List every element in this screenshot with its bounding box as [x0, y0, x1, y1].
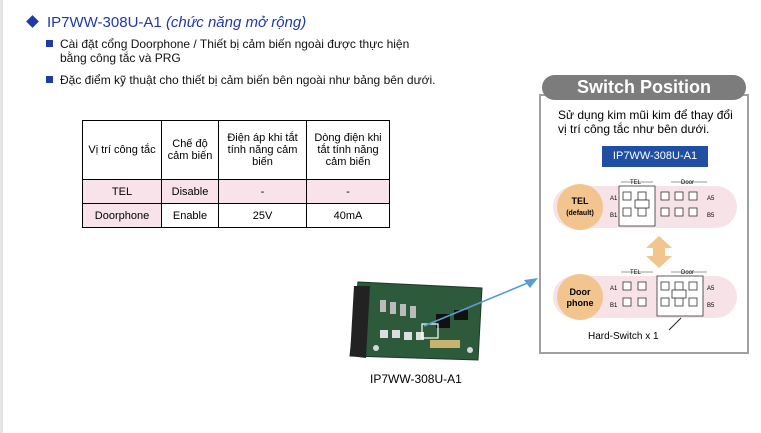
- left-edge: [0, 0, 3, 433]
- header-cell: Vị trí công tắc: [82, 120, 162, 180]
- pin-b1: B1: [610, 303, 618, 309]
- pointer-arrow: [423, 278, 538, 327]
- model-tag: IP7WW-308U-A1: [602, 146, 708, 167]
- table-row: TEL Disable - -: [82, 179, 390, 204]
- toggle-arrow-icon: [646, 236, 672, 268]
- table-cell: 25V: [218, 203, 307, 228]
- square-bullet-icon: [46, 76, 53, 83]
- spec-table: Vị trí công tắc Chế độ cảm biến Điện áp …: [82, 120, 390, 228]
- switch-panel-description: Sử dụng kim mũi kim để thay đổi vị trí c…: [558, 108, 733, 136]
- tel-state-label: TEL: [572, 196, 590, 206]
- doorphone-state-sublabel: phone: [567, 298, 594, 308]
- doorphone-state-label: Door: [570, 287, 591, 297]
- table-row: Doorphone Enable 25V 40mA: [82, 203, 390, 228]
- table-cell: Doorphone: [82, 203, 162, 228]
- tel-state-sublabel: (default): [566, 210, 594, 217]
- bullet-text: Đặc điểm kỹ thuật cho thiết bị cảm biến …: [60, 73, 436, 87]
- table-cell: -: [218, 179, 307, 204]
- pin-b5: B5: [707, 213, 715, 219]
- pin-a5: A5: [707, 286, 715, 292]
- bullet-item: Đặc điểm kỹ thuật cho thiết bị cảm biến …: [46, 73, 436, 87]
- switch-panel-title: Switch Position: [542, 75, 746, 100]
- diamond-bullet-icon: [26, 15, 39, 28]
- pin-b1: B1: [610, 213, 618, 219]
- group-label-door: Door: [681, 270, 694, 276]
- heading-model: IP7WW-308U-A1: [47, 14, 162, 31]
- pin-a5: A5: [707, 196, 715, 202]
- switch-diagram: TEL (default) TEL Door A1 B1 A5 B5 Door …: [553, 180, 737, 331]
- table-cell: 40mA: [306, 203, 390, 228]
- table-cell: TEL: [82, 179, 162, 204]
- bullet-item: Cài đặt cổng Doorphone / Thiết bị cảm bi…: [46, 37, 409, 65]
- header-cell: Dòng điện khi tắt tính năng cảm biến: [306, 120, 390, 180]
- table-header-row: Vị trí công tắc Chế độ cảm biến Điện áp …: [82, 120, 390, 180]
- board-caption: IP7WW-308U-A1: [370, 372, 462, 386]
- group-label-tel: TEL: [630, 270, 642, 276]
- section-heading: IP7WW-308U-A1 (chức năng mở rộng): [26, 14, 307, 31]
- header-cell: Chế độ cảm biến: [161, 120, 219, 180]
- group-label-tel: TEL: [630, 180, 642, 186]
- pin-b5: B5: [707, 303, 715, 309]
- table-cell: Enable: [161, 203, 219, 228]
- heading-note: (chức năng mở rộng): [165, 14, 307, 31]
- table-cell: Disable: [161, 179, 219, 204]
- pin-a1: A1: [610, 286, 618, 292]
- table-cell: -: [306, 179, 390, 204]
- header-cell: Điện áp khi tắt tính năng cảm biến: [218, 120, 307, 180]
- bullet-text: Cài đặt cổng Doorphone / Thiết bị cảm bi…: [60, 37, 410, 65]
- group-label-door: Door: [681, 180, 694, 186]
- square-bullet-icon: [46, 40, 53, 47]
- hard-switch-label: Hard-Switch x 1: [588, 331, 659, 342]
- tel-state-circle: [557, 184, 603, 230]
- circuit-board-image: [349, 281, 483, 361]
- pin-a1: A1: [610, 196, 618, 202]
- doorphone-state-circle: [557, 274, 603, 320]
